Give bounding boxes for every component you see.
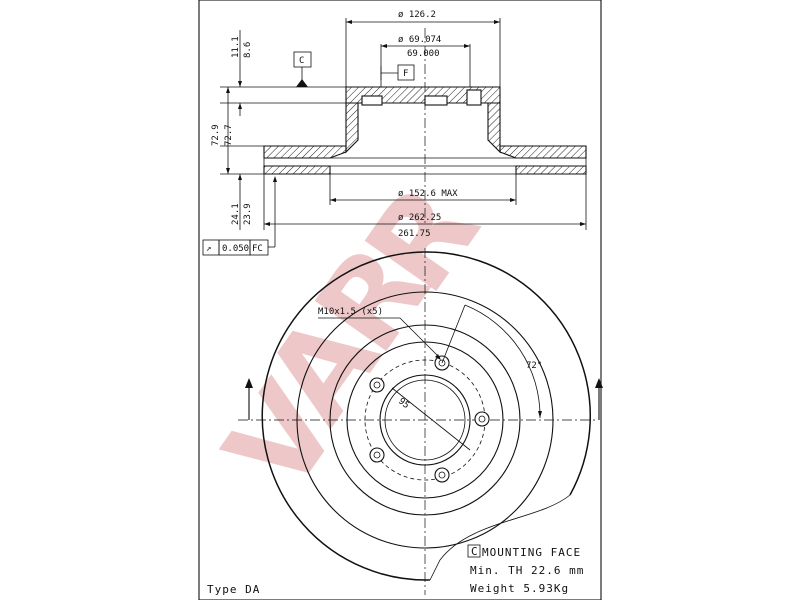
dim-thick-a: 24.1 [231,203,241,225]
section-arrow-right [595,378,603,388]
type-label: Type DA [207,583,260,596]
runout-value: 0.050 [222,244,249,254]
dim-outer-a: ø 262.25 [398,213,441,223]
dim-pilot-min: 69.000 [407,49,440,59]
dim-thick-b: 23.9 [243,203,253,225]
section-arrow-left [245,378,253,388]
thread-label: M10x1.5 (x5) [318,307,383,317]
min-thickness-text: Min. TH 22.6 mm [470,564,584,577]
datum-f-box [397,64,415,81]
angle-arc [464,304,541,419]
dim-hub-outer-dia: ø 126.2 [398,10,436,20]
dim-height-b: 8.6 [243,42,253,58]
weight-text: Weight 5.93Kg [470,582,569,595]
bolt-hole [434,467,450,483]
hat-wall-right [487,102,501,154]
runout-datums: FC [252,244,263,254]
friction-ring-top-left [263,145,347,159]
dim-total-b: 72.7 [224,124,234,146]
section-view: ø 126.2 ø 69.074 69.000 F C 11.1 8.6 72.… [202,10,587,256]
datum-c-label: C [299,56,304,66]
mounting-face-text: MOUNTING FACE [482,546,581,559]
hub-recess-mid [424,95,448,106]
hat-wall-left [345,102,359,154]
mounting-box [467,544,481,558]
dim-outer-b: 261.75 [398,229,431,239]
angle-label: 72° [526,361,542,371]
dim-total-a: 72.9 [211,124,221,146]
bolt-hole [369,377,385,393]
center-bore-inner [384,379,466,461]
datum-f-label: F [403,69,408,79]
datum-c-box [293,51,312,68]
bolt-hole [474,411,490,427]
notes-block: C MOUNTING FACE Min. TH 22.6 mm Weight 5… [467,544,584,595]
dim-inner-max: ø 152.6 MAX [398,189,458,199]
disc-outer-edge [261,251,591,581]
runout-symbol: ↗ [206,244,211,254]
friction-ring-bottom-right [515,165,587,175]
bolt-hole [369,447,385,463]
center-bore-outer [379,374,471,466]
runout-control-frame: ↗ 0.050 FC [202,176,277,256]
friction-ring-top-right [499,145,587,159]
hub-face-edge [346,341,504,499]
bolt-circle-label: 95 [396,396,411,411]
dim-pilot-max: ø 69.074 [398,35,441,45]
friction-inner-edge [296,291,554,549]
hub-recess-left [361,95,383,106]
dim-height-a: 11.1 [231,36,241,58]
hub-recess-right [466,89,482,106]
mounting-box-label: C [471,545,479,558]
friction-ring-bottom-left [263,165,331,175]
hat-outer-edge [329,324,521,516]
